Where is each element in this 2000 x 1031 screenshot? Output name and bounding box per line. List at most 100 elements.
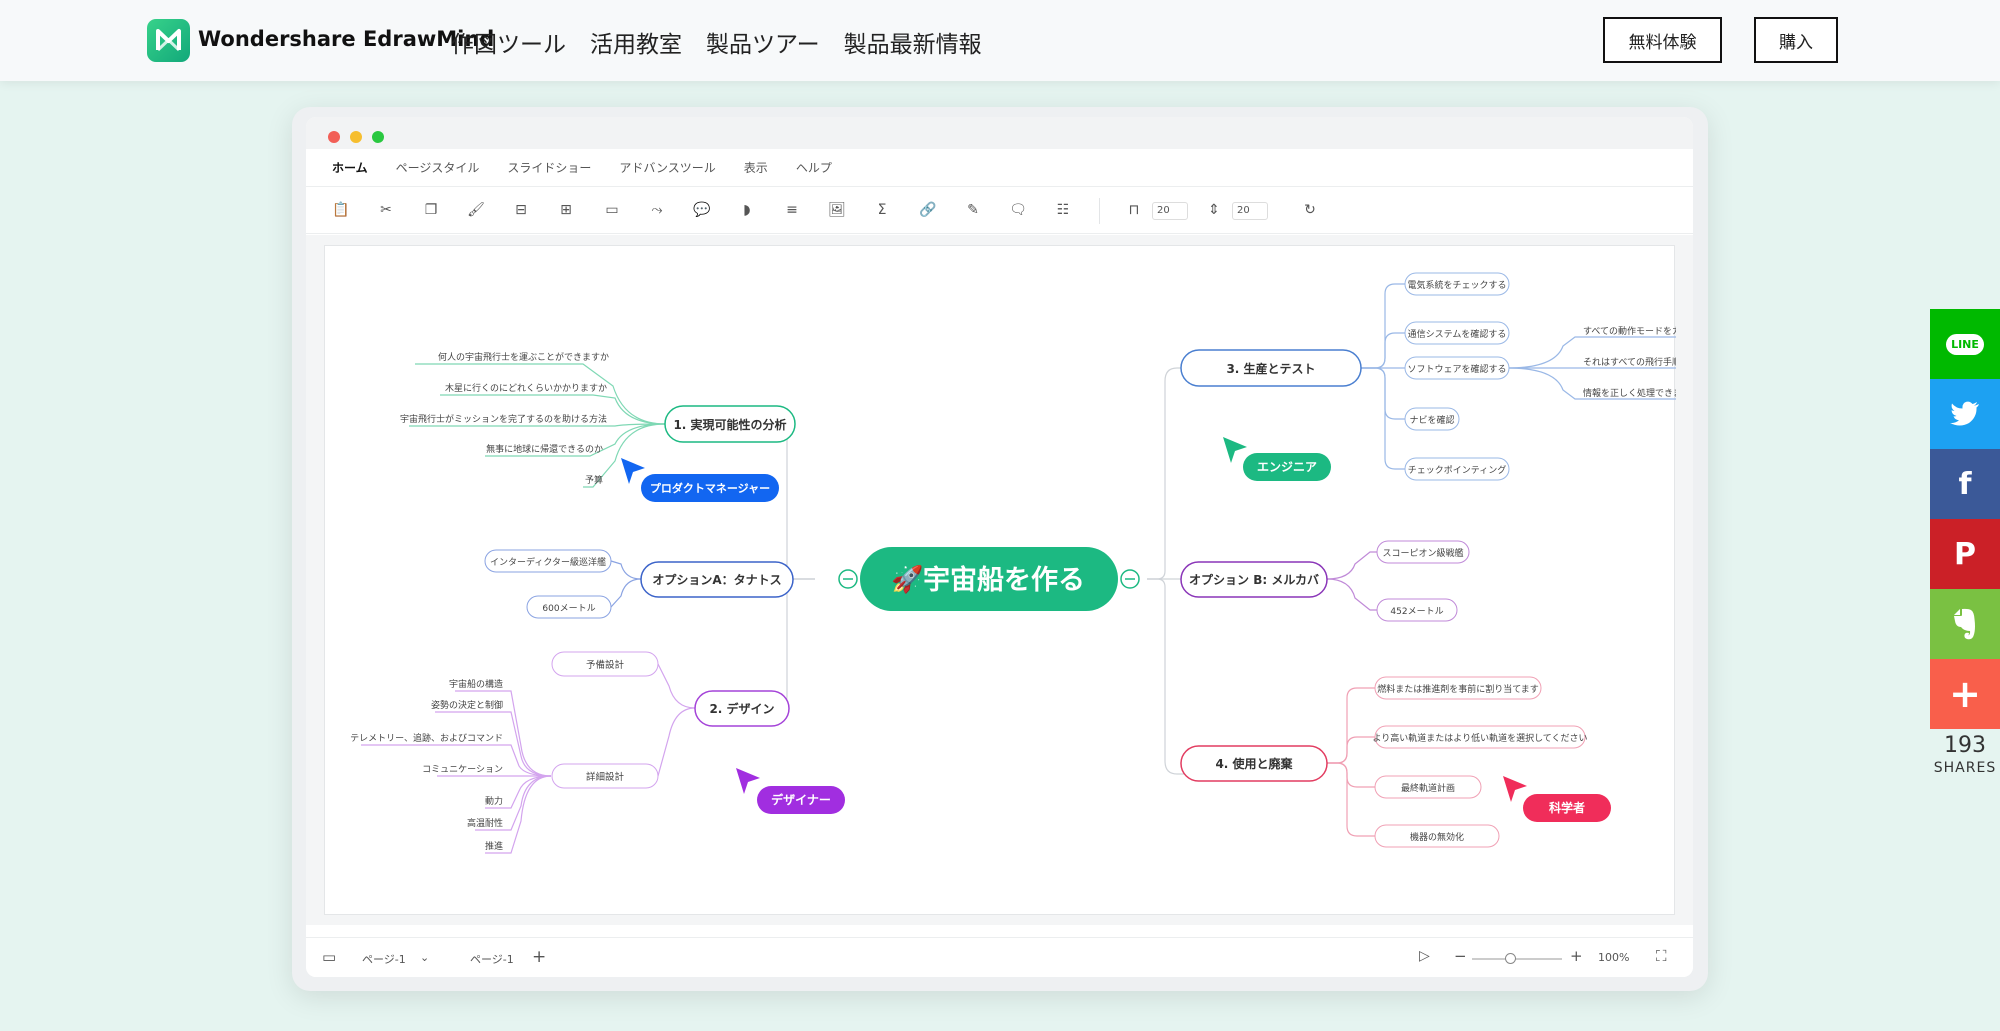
leaf-usage-1[interactable]: 燃料または推進剤を事前に割り当てます (1374, 676, 1542, 700)
more-share-button[interactable]: + (1930, 659, 2000, 729)
relationship-icon[interactable]: ⤳ (651, 202, 663, 218)
menu-page-style[interactable]: ページスタイル (395, 161, 480, 175)
zoom-slider[interactable] (1472, 958, 1562, 960)
facebook-share-button[interactable]: f (1930, 449, 2000, 519)
toolbar-divider (1099, 198, 1100, 224)
topic-production[interactable]: 3. 生産とテスト (1180, 349, 1362, 387)
image-icon[interactable]: 🖼 (828, 202, 846, 218)
topic-design[interactable]: 2. デザイン (694, 690, 790, 727)
collapse-left-button[interactable] (838, 569, 858, 589)
paste-icon[interactable]: 📋 (332, 202, 350, 218)
leaf-optiona-1[interactable]: インターディクター級巡洋艦 (484, 549, 612, 573)
boundary-icon[interactable]: ◗ (743, 202, 751, 218)
page-panel-icon[interactable]: ▭ (322, 948, 337, 966)
floating-topic-icon[interactable]: ▭ (605, 202, 619, 218)
outline-icon[interactable]: ☷ (1056, 202, 1070, 218)
leaf-design-7[interactable]: 推進 (485, 840, 503, 852)
zoom-in-icon[interactable]: + (1570, 947, 1583, 965)
callout-icon[interactable]: 💬 (693, 202, 711, 218)
leaf-feasibility-1[interactable]: 何人の宇宙飛行士を運ぶことができますか (438, 351, 609, 363)
leaf-optionb-1[interactable]: スコーピオン級戦艦 (1376, 540, 1470, 564)
add-page-icon[interactable]: + (532, 947, 547, 967)
evernote-share-button[interactable] (1930, 589, 2000, 659)
menu-view[interactable]: 表示 (743, 161, 768, 175)
leaf-usage-2[interactable]: より高い軌道またはより低い軌道を選択してください (1372, 725, 1588, 749)
leaf-feasibility-2[interactable]: 木星に行くのにどれくらいかかりますか (445, 382, 607, 394)
vertical-spacing-input[interactable]: 20 (1232, 202, 1268, 220)
leaf-usage-3[interactable]: 最終軌道計画 (1374, 775, 1482, 799)
leaf-feasibility-4[interactable]: 無事に地球に帰還できるのか (486, 443, 603, 455)
format-painter-icon[interactable]: 🖌 (467, 202, 485, 218)
leaf-usage-4[interactable]: 機器の無効化 (1374, 824, 1500, 848)
leaf-design-1[interactable]: 宇宙船の構造 (449, 678, 503, 690)
leaf-production-1[interactable]: 電気系統をチェックする (1404, 272, 1510, 296)
add-topic-icon[interactable]: ⊟ (515, 202, 527, 218)
leaf-software-3[interactable]: 情報を正しく処理できま (1583, 387, 1682, 399)
leaf-optiona-2[interactable]: 600メートル (526, 595, 612, 619)
pinterest-share-button[interactable]: P (1930, 519, 2000, 589)
leaf-feasibility-5[interactable]: 予算 (585, 474, 603, 486)
leaf-software-2[interactable]: それはすべての飛行手順 (1583, 356, 1681, 368)
collapse-right-button[interactable] (1120, 569, 1140, 589)
svg-text:2. デザイン: 2. デザイン (709, 701, 774, 716)
leaf-production-5[interactable]: チェックポインティング (1404, 457, 1510, 481)
central-topic[interactable]: 🚀 宇宙船を作る (860, 547, 1118, 611)
topic-feasibility[interactable]: 1. 実現可能性の分析 (664, 405, 796, 443)
leaf-design-4[interactable]: コミュニケーション (422, 764, 503, 775)
cut-icon[interactable]: ✂ (380, 202, 392, 218)
leaf-feasibility-3[interactable]: 宇宙飛行士がミッションを完了するのを助ける方法 (400, 413, 607, 425)
close-window-dot-icon[interactable] (328, 131, 340, 143)
add-subtopic-icon[interactable]: ⊞ (560, 202, 572, 218)
nav-link-drawing-tools[interactable]: 作図ツール (451, 32, 566, 58)
pen-icon[interactable]: ✎ (967, 202, 979, 218)
fullscreen-icon[interactable]: ⛶ (1656, 947, 1667, 965)
chevron-down-icon[interactable]: ⌄ (420, 951, 430, 964)
menu-home[interactable]: ホーム (332, 161, 368, 175)
nav-link-tutorials[interactable]: 活用教室 (590, 32, 682, 58)
zoom-out-icon[interactable]: − (1454, 947, 1467, 965)
leaf-production-3[interactable]: ソフトウェアを確認する (1404, 356, 1510, 380)
edrawmind-logo-icon[interactable] (147, 19, 190, 62)
nav-link-whats-new[interactable]: 製品最新情報 (843, 32, 982, 58)
leaf-production-2[interactable]: 通信システムを確認する (1404, 321, 1510, 345)
horizontal-spacing-input[interactable]: 20 (1152, 202, 1188, 220)
mind-map-canvas[interactable]: 🚀 宇宙船を作る 1. 実現可能性の分析 (324, 245, 1682, 915)
buy-button[interactable]: 購入 (1754, 17, 1838, 63)
twitter-share-button[interactable] (1930, 379, 2000, 449)
link-icon[interactable]: 🔗 (919, 202, 937, 218)
topic-detailed-design[interactable]: 詳細設計 (551, 763, 659, 789)
nav-link-product-tour[interactable]: 製品ツアー (706, 32, 820, 58)
leaf-optionb-2[interactable]: 452メートル (1376, 598, 1458, 622)
evernote-icon (1954, 608, 1975, 640)
formula-icon[interactable]: Σ (877, 202, 887, 218)
copy-icon[interactable]: ❐ (424, 202, 438, 218)
maximize-window-dot-icon[interactable] (372, 131, 384, 143)
topic-option-b[interactable]: オプション B: メルカバ (1180, 561, 1328, 598)
brand-name[interactable]: Wondershare EdrawMind (198, 27, 495, 51)
leaf-design-2[interactable]: 姿勢の決定と制御 (431, 699, 503, 711)
refresh-icon[interactable]: ↻ (1304, 202, 1316, 218)
twitter-icon (1950, 401, 1979, 426)
topic-option-a[interactable]: オプションA：タナトス (640, 561, 794, 598)
leaf-production-4[interactable]: ナビを確認 (1404, 407, 1460, 431)
zoom-level[interactable]: 100% (1598, 951, 1630, 964)
free-trial-button[interactable]: 無料体験 (1603, 17, 1722, 63)
leaf-software-1[interactable]: すべての動作モードをカ (1583, 325, 1681, 337)
leaf-design-6[interactable]: 高温耐性 (467, 817, 503, 829)
topic-usage[interactable]: 4. 使用と廃棄 (1180, 745, 1328, 782)
leaf-design-3[interactable]: テレメトリー、追跡、およびコマンド (350, 732, 503, 744)
comment-icon[interactable]: 🗨 (1009, 202, 1027, 218)
minimize-window-dot-icon[interactable] (350, 131, 362, 143)
summary-icon[interactable]: ≡ (786, 202, 798, 218)
leaf-design-5[interactable]: 動力 (485, 795, 503, 807)
menu-help[interactable]: ヘルプ (795, 161, 832, 175)
play-icon[interactable]: ▷ (1419, 948, 1430, 964)
topic-preliminary-design[interactable]: 予備設計 (551, 651, 659, 677)
line-share-button[interactable]: LINE (1930, 309, 2000, 379)
menu-advanced-tools[interactable]: アドバンスツール (619, 161, 716, 175)
menu-slideshow[interactable]: スライドショー (507, 161, 592, 175)
zoom-slider-handle[interactable] (1505, 953, 1516, 964)
page-selector[interactable]: ページ-1 (362, 953, 406, 966)
page-tab-1[interactable]: ページ-1 (470, 953, 514, 966)
app-window-inner: ホーム ページスタイル スライドショー アドバンスツール 表示 ヘルプ 📋 ✂ … (306, 117, 1693, 977)
